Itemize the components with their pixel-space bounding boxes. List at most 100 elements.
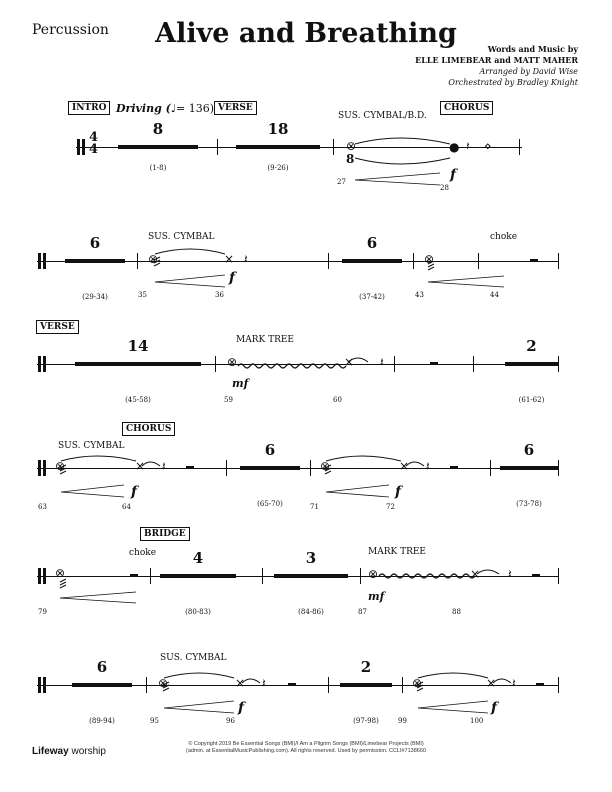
staff-line bbox=[37, 685, 559, 686]
tie-and-crescendo bbox=[162, 672, 235, 714]
barline bbox=[558, 568, 559, 584]
whole-rest-icon bbox=[536, 683, 544, 686]
copyright-line-2: (admin. at EssentialMusicPublishing.com)… bbox=[186, 748, 426, 754]
roll-note-icon: ⊗ bbox=[158, 676, 169, 690]
choke-label: choke bbox=[129, 548, 157, 558]
roll-note-icon: ⊗ bbox=[346, 139, 357, 153]
measure-range: (89-94) bbox=[89, 717, 115, 725]
multirest-bar bbox=[274, 574, 348, 578]
multirest-bar bbox=[236, 145, 320, 149]
measure-number: 63 bbox=[38, 503, 47, 511]
tie-and-crescendo bbox=[354, 137, 451, 186]
multirest-bar bbox=[65, 259, 125, 263]
multirest-bar bbox=[500, 466, 558, 470]
tempo-marking: Driving (♩= 136) bbox=[116, 102, 214, 115]
roll-note-icon: ⊗ bbox=[148, 252, 159, 266]
multirest-bar bbox=[72, 683, 132, 687]
dynamic-forte: f bbox=[238, 700, 245, 716]
percussion-clef bbox=[43, 460, 46, 476]
percussion-clef bbox=[38, 460, 41, 476]
measure-range: (45-58) bbox=[125, 396, 151, 404]
tie-icon bbox=[241, 678, 261, 684]
x-note-icon: × bbox=[344, 355, 355, 369]
barline bbox=[478, 253, 479, 269]
multirest-count: 6 bbox=[264, 441, 276, 459]
measure-number: 71 bbox=[310, 503, 319, 511]
x-note-icon: × bbox=[235, 676, 246, 690]
tie-icon bbox=[492, 678, 512, 684]
multirest-count: 2 bbox=[360, 658, 372, 676]
roll-mark: 8 bbox=[346, 152, 355, 166]
multirest-count: 6 bbox=[96, 658, 108, 676]
time-sig-bottom: 4 bbox=[89, 142, 99, 157]
multirest-bar bbox=[240, 466, 300, 470]
tie-icon bbox=[141, 461, 161, 467]
barline bbox=[490, 460, 491, 476]
rehearsal-chorus: CHORUS bbox=[122, 422, 176, 436]
whole-rest-icon bbox=[450, 466, 458, 469]
barline bbox=[150, 568, 151, 584]
publisher-logo: Lifeway worship bbox=[32, 746, 106, 757]
multirest-count: 18 bbox=[267, 120, 289, 138]
measure-range: (9-26) bbox=[267, 164, 289, 172]
credits-line-4: Orchestrated by Bradley Knight bbox=[448, 78, 578, 87]
multirest-count: 2 bbox=[526, 337, 537, 355]
whole-rest-icon bbox=[530, 259, 538, 262]
measure-number: 44 bbox=[490, 291, 499, 299]
barline bbox=[360, 568, 361, 584]
staff-line bbox=[37, 261, 559, 262]
x-note-icon: × bbox=[470, 567, 481, 581]
measure-number: 79 bbox=[38, 608, 47, 616]
percussion-clef bbox=[38, 253, 41, 269]
logo-part-b: worship bbox=[68, 746, 106, 757]
crescendo bbox=[59, 578, 137, 604]
multirest-bar bbox=[505, 362, 558, 366]
measure-range: (29-34) bbox=[82, 293, 108, 301]
tie-icon bbox=[405, 461, 425, 467]
barline bbox=[558, 253, 559, 269]
dynamic-forte: f bbox=[450, 167, 457, 183]
whole-rest-icon bbox=[130, 574, 138, 577]
measure-number: 96 bbox=[226, 717, 235, 725]
measure-number: 59 bbox=[224, 396, 233, 404]
system-6: SUS. CYMBAL 6 (89-94) ⊗ × 𝄽 f 95 96 2 (9… bbox=[37, 653, 559, 725]
copyright-line-1: © Copyright 2019 Be Essential Songs (BMI… bbox=[188, 741, 424, 747]
percussion-clef bbox=[38, 356, 41, 372]
measure-range: (84-86) bbox=[298, 608, 324, 616]
measure-number: 88 bbox=[452, 608, 461, 616]
whole-rest-icon bbox=[288, 683, 296, 686]
instrument-label: SUS. CYMBAL/B.D. bbox=[338, 111, 427, 121]
measure-number: 64 bbox=[122, 503, 131, 511]
quarter-rest-icon: 𝄽 bbox=[508, 567, 512, 581]
measure-number: 43 bbox=[415, 291, 424, 299]
barline bbox=[473, 356, 474, 372]
measure-number: 87 bbox=[358, 608, 367, 616]
crescendo bbox=[427, 262, 505, 288]
measure-number: 35 bbox=[138, 291, 147, 299]
quarter-rest-icon: 𝄽 bbox=[466, 139, 470, 153]
dynamic-mezzo-forte: mf bbox=[368, 590, 385, 603]
measure-number: 99 bbox=[398, 717, 407, 725]
measure-number: 60 bbox=[333, 396, 342, 404]
time-signature: 4 4 bbox=[89, 130, 99, 157]
credits: Words and Music by ELLE LIMEBEAR and MAT… bbox=[415, 44, 578, 88]
quarter-rest-icon: 𝄽 bbox=[244, 252, 248, 266]
dynamic-forte: f bbox=[229, 270, 236, 286]
barline bbox=[519, 139, 520, 155]
multirest-count: 3 bbox=[305, 549, 317, 567]
system-2: SUS. CYMBAL choke 6 (29-34) ⊗ × 𝄽 f 35 3… bbox=[0, 0, 612, 301]
tie-and-crescendo bbox=[153, 248, 226, 288]
multirest-count: 6 bbox=[89, 234, 101, 252]
x-note-icon: × bbox=[486, 676, 497, 690]
multirest-bar bbox=[340, 683, 392, 687]
whole-rest-icon bbox=[430, 362, 438, 365]
measure-number: 72 bbox=[386, 503, 395, 511]
rehearsal-verse: VERSE bbox=[36, 320, 79, 334]
instrument-label: MARK TREE bbox=[236, 335, 294, 345]
time-sig-top: 4 bbox=[89, 130, 99, 145]
gliss-wavy-line bbox=[237, 357, 369, 369]
credits-line-3: Arranged by David Wise bbox=[479, 67, 578, 76]
system-5: BRIDGE choke MARK TREE ⊗ 79 4 (80-83) 3 … bbox=[37, 527, 559, 616]
roll-note-icon: ⊗ bbox=[55, 566, 66, 580]
multirest-count: 4 bbox=[192, 549, 204, 567]
